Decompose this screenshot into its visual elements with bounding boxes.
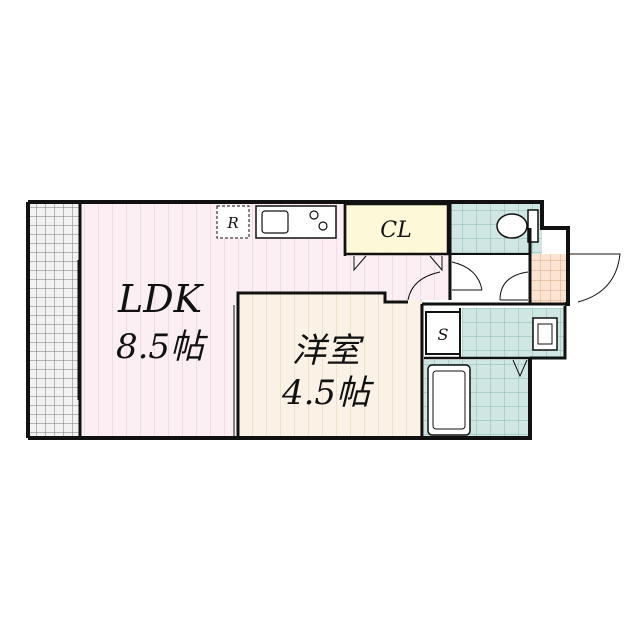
western-room-label: 洋室 — [292, 331, 365, 371]
doors — [77, 253, 621, 440]
ldk-label: LDK — [117, 277, 205, 321]
refrigerator-space — [216, 205, 250, 239]
stove-icon — [309, 210, 328, 231]
storage — [425, 311, 461, 355]
closet-label: CL — [380, 218, 411, 243]
ldk-room — [80, 202, 450, 438]
closet — [343, 202, 450, 256]
balcony — [26, 200, 80, 440]
washroom — [462, 308, 565, 358]
hallway — [450, 254, 530, 306]
sink-icon — [261, 210, 289, 234]
ldk-size-label: 8.5帖 — [116, 327, 209, 367]
kitchen-counter — [255, 205, 337, 239]
walls — [78, 200, 570, 440]
refrigerator-label: R — [226, 214, 238, 232]
washbasin-icon — [532, 317, 558, 351]
bathroom — [424, 360, 528, 438]
entrance — [530, 254, 568, 304]
storage-label: S — [438, 325, 449, 344]
bathtub-icon — [427, 364, 471, 436]
toilet-room — [450, 204, 542, 254]
western-room — [238, 293, 422, 438]
toilet-icon — [496, 209, 539, 243]
western-room-size-label: 4.5帖 — [281, 373, 375, 413]
